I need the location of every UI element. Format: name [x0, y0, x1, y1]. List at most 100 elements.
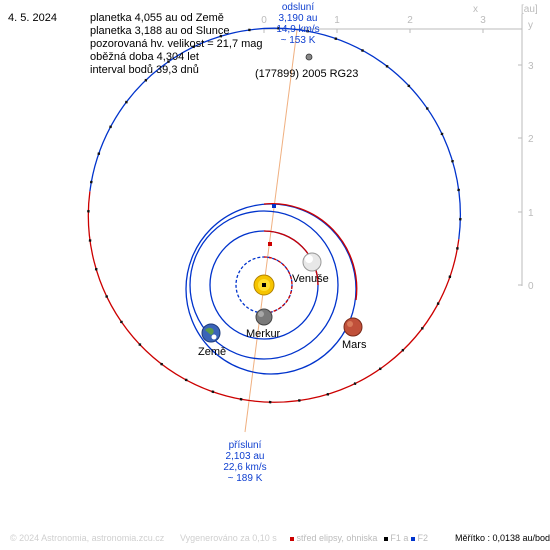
aphelion-speed: 14,9 km/s [276, 24, 320, 35]
orbit-point [94, 267, 98, 271]
orbit-point [184, 378, 188, 382]
orbit-point [88, 239, 92, 242]
orbit-point [420, 326, 424, 330]
asteroid-orbit-near-half [87, 191, 460, 403]
info-line-sun-distance: planetka 3,188 au od Slunce [90, 25, 230, 37]
y-axis-label: y [528, 20, 533, 31]
focus-f1-marker [262, 283, 266, 287]
y-axis-ticks [518, 64, 522, 286]
info-line-interval: interval bodů 39,3 dnů [90, 64, 199, 76]
orbit-point [378, 367, 382, 371]
orbit-point [353, 382, 357, 385]
x-axis-label: x [473, 4, 478, 15]
x-tick-label: 0 [261, 15, 267, 26]
info-panel: planetka 4,055 au od Země planetka 3,188… [90, 12, 263, 77]
axis-unit-label: [au] [521, 4, 538, 15]
orbit-point [211, 390, 215, 394]
orbit-point [385, 64, 389, 68]
legend-f1-label: F1 a [390, 533, 409, 543]
ellipse-center-marker [268, 242, 272, 246]
orbit-point [192, 45, 196, 49]
footer-copyright: © 2024 Astronomia, astronomia.zcu.cz [10, 533, 165, 543]
x-tick-label: 1 [334, 15, 340, 26]
orbit-point [105, 295, 109, 298]
orbit-point [361, 49, 364, 52]
legend-f2-marker [410, 536, 415, 541]
orbit-point [219, 34, 223, 38]
x-tick-label: 2 [407, 15, 413, 26]
orbit-point [248, 28, 251, 32]
perihelion-speed: 22,6 km/s [223, 462, 267, 473]
mercury-label: Merkur [246, 328, 281, 340]
orbit-point [97, 152, 101, 156]
legend-f1-marker [383, 536, 388, 541]
perihelion-temperature: ~ 189 K [227, 473, 263, 484]
aphelion-distance: 3,190 au [278, 13, 318, 24]
orbit-point [144, 78, 148, 82]
aphelion-temperature: ~ 153 K [280, 35, 316, 46]
orbit-point [457, 188, 460, 192]
y-tick-label: 1 [528, 208, 534, 219]
orbit-point [401, 348, 405, 352]
orbit-point [89, 180, 93, 184]
orbit-point [458, 217, 462, 221]
orbit-point [160, 362, 163, 366]
footer-scale: Měřítko : 0,0138 au/bod [455, 533, 550, 543]
focus-f2-marker [272, 204, 276, 208]
mars-label: Mars [342, 339, 367, 351]
legend-center-marker [290, 536, 294, 541]
legend-center-label: střed elipsy, ohniska [296, 533, 378, 543]
y-tick-label: 0 [528, 281, 534, 292]
mercury-icon [255, 308, 273, 326]
info-line-earth-distance: planetka 4,055 au od Země [90, 12, 224, 24]
orbit-point [138, 343, 142, 346]
date-label: 4. 5. 2024 [8, 12, 57, 24]
aphelion-block: odsluní 3,190 au 14,9 km/s ~ 153 K [268, 2, 328, 46]
orbit-point [456, 247, 459, 250]
venus-icon [302, 252, 322, 272]
orbit-point [109, 125, 112, 129]
orbit-point [451, 159, 454, 163]
perihelion-distance: 2,103 au [225, 451, 265, 462]
earth-label: Země [198, 346, 227, 358]
aphelion-label: odsluní [281, 2, 315, 13]
info-line-period: oběžná doba 4,304 let [90, 51, 199, 63]
mars-icon [343, 317, 363, 337]
orbit-point [326, 392, 330, 396]
orbit-point [87, 209, 90, 213]
orbit-point [436, 302, 440, 305]
orbit-point [440, 132, 444, 136]
orbit-point-markers [87, 26, 462, 404]
mars-orbit-near-arc [263, 202, 358, 301]
orbit-point [407, 84, 411, 88]
orbit-point [448, 275, 452, 279]
earth-orbit [189, 210, 339, 360]
orbit-point [425, 107, 429, 110]
info-line-magnitude: pozorovaná hv. velikost = 21,7 mag [90, 38, 263, 50]
venus-label: Venuše [292, 273, 329, 285]
orbit-point [277, 26, 280, 30]
orbit-point [167, 60, 170, 63]
earth-icon [201, 323, 221, 343]
perihelion-block: přísluní 2,103 au 22,6 km/s ~ 189 K [215, 440, 275, 484]
y-tick-label: 2 [528, 134, 534, 145]
perihelion-label: přísluní [228, 440, 262, 451]
orbit-point [297, 399, 301, 402]
x-tick-label: 3 [480, 15, 486, 26]
orbit-point [306, 29, 309, 33]
footer-generated: Vygenerováno za 0,10 s [180, 533, 277, 543]
asteroid-icon [305, 53, 313, 61]
y-tick-label: 3 [528, 61, 534, 72]
asteroid-orbit-far-half [89, 27, 462, 240]
legend-f2-label: F2 [417, 533, 428, 543]
orbit-point [334, 37, 338, 41]
x-axis-ticks [263, 29, 484, 33]
orbit-point [239, 397, 243, 401]
orbit-point [268, 400, 272, 404]
orbit-point [120, 320, 123, 324]
venus-orbit-red-arc [263, 230, 319, 286]
orbit-point [125, 100, 128, 104]
object-name: (177899) 2005 RG23 [255, 68, 359, 80]
footer-legend: střed elipsy, ohniska F1 a F2 [290, 533, 428, 543]
